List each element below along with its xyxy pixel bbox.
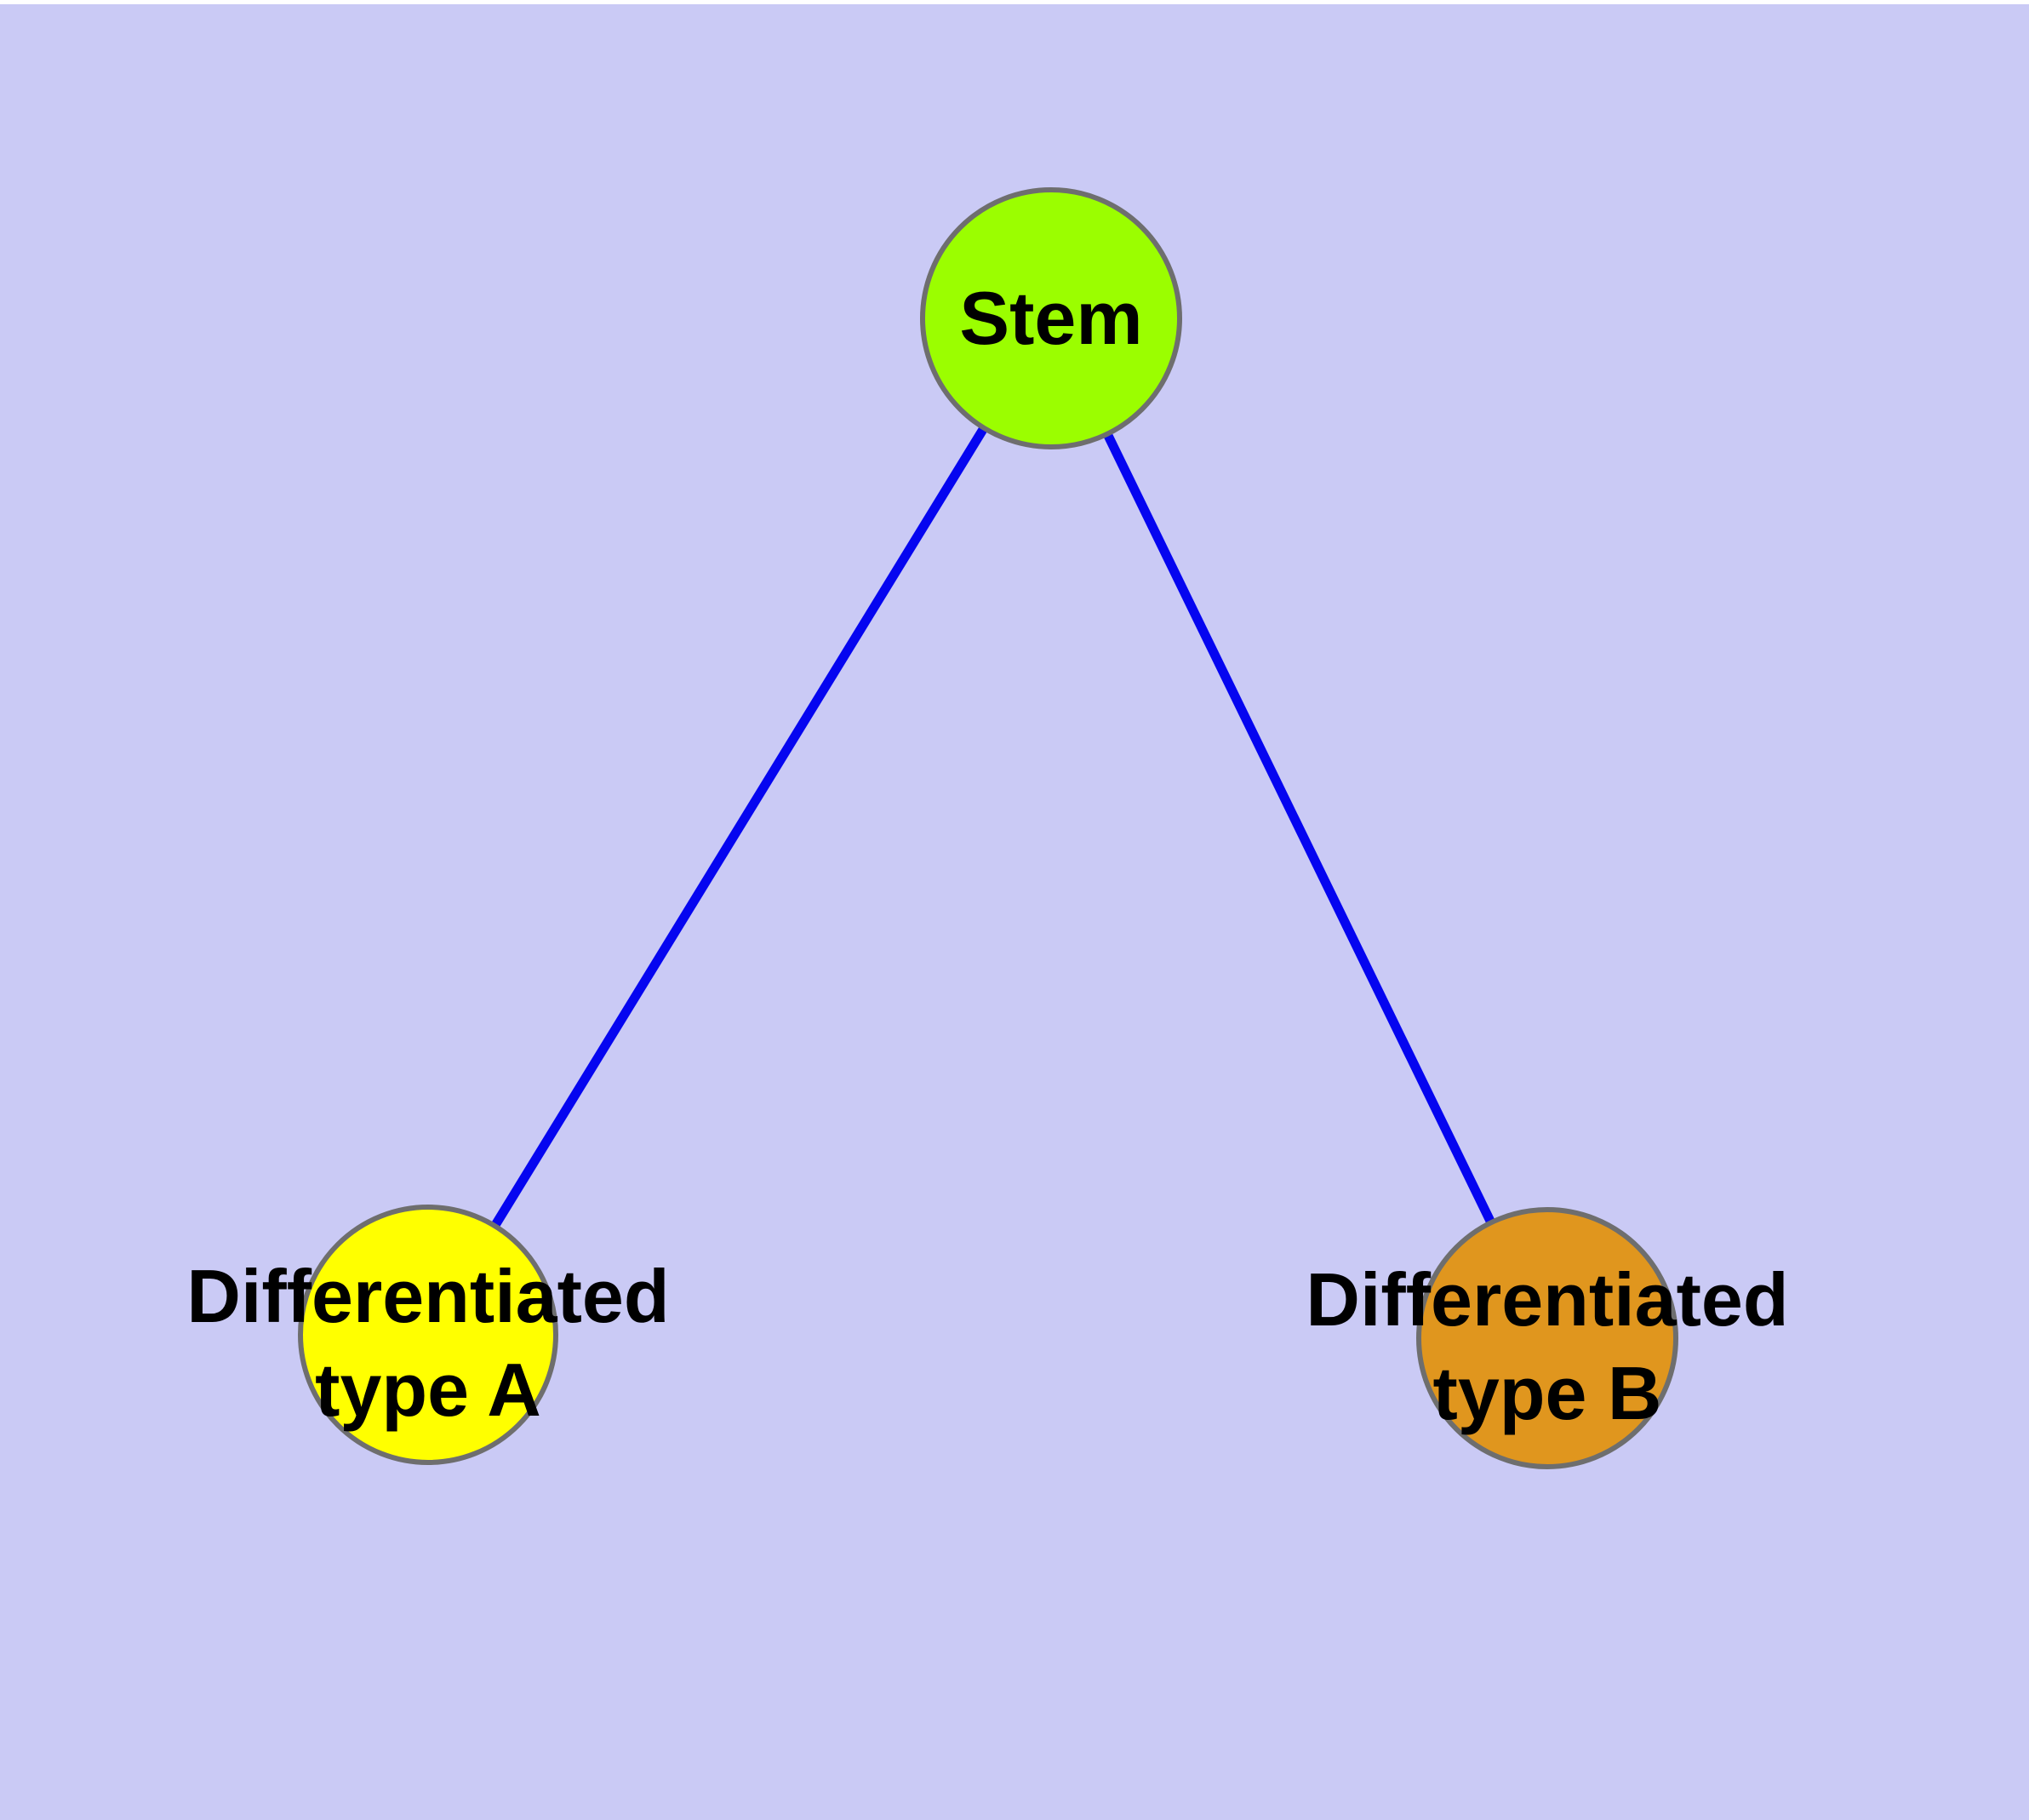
edge-stem-to-type-b: [1047, 316, 1552, 1341]
edges: [424, 316, 1552, 1341]
node-labels: Stem Differentiated type A Differentiate…: [186, 276, 1788, 1435]
node-type-b-label-line2: type B: [1433, 1351, 1662, 1435]
node-type-b-circle: [1416, 1207, 1678, 1469]
node-type-a-label-line1: Differentiated: [186, 1254, 669, 1338]
node-type-a-label-line2: type A: [315, 1348, 541, 1432]
edge-stem-to-type-a: [424, 316, 1055, 1337]
node-stem-label: Stem: [959, 276, 1142, 360]
node-stem-circle: [920, 187, 1182, 449]
nodes: [298, 187, 1678, 1469]
node-type-b-label-line1: Differentiated: [1306, 1257, 1788, 1342]
node-type-a-circle: [298, 1205, 558, 1465]
